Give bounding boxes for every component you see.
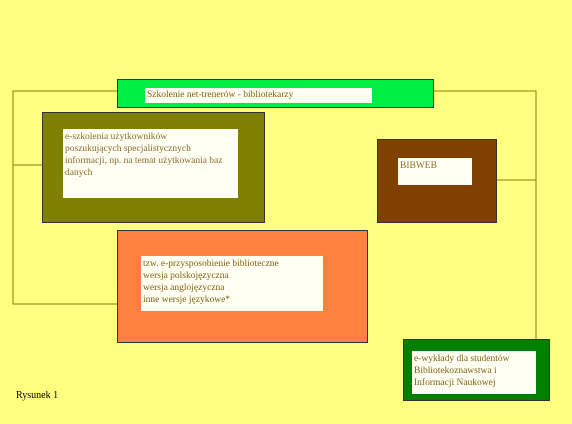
library-adaptation-text-panel: tzw. e-przysposobienie biblioteczne wers… (141, 256, 323, 311)
connector-left (12, 90, 117, 305)
diagram-title: Szkolenie net-trenerów - bibliotekarzy (147, 90, 294, 100)
library-adaptation-line-2: wersja polskojęzyczna (143, 271, 229, 281)
user-training-line-3: informacji, np. na temat użytkowania baz (65, 156, 223, 166)
library-adaptation-box: tzw. e-przysposobienie biblioteczne wers… (117, 230, 368, 343)
library-adaptation-line-4: inne wersje językowe* (143, 295, 231, 305)
user-training-line-2: poszukujących specjalistycznych (65, 144, 191, 154)
connector-right (434, 90, 537, 339)
bibweb-text-panel: BIBWEB (398, 158, 472, 185)
title-text-panel: Szkolenie net-trenerów - bibliotekarzy (145, 88, 372, 103)
user-training-line-1: e-szkolenia użytkowników (65, 132, 168, 142)
bibweb-label: BIBWEB (400, 161, 437, 171)
student-lectures-line-2: Bibliotekoznawstwa i (414, 366, 497, 376)
student-lectures-text-panel: e-wykłady dla studentów Bibliotekoznawst… (412, 351, 536, 394)
user-training-line-4: danych (65, 168, 93, 178)
student-lectures-line-3: Informacji Naukowej (414, 378, 496, 388)
student-lectures-box: e-wykłady dla studentów Bibliotekoznawst… (403, 339, 550, 401)
user-training-text-panel: e-szkolenia użytkowników poszukujących s… (63, 129, 238, 198)
figure-caption: Rysunek 1 (16, 390, 59, 401)
library-adaptation-line-3: wersja anglojęzyczna (143, 283, 225, 293)
bibweb-box: BIBWEB (377, 139, 497, 223)
library-adaptation-line-1: tzw. e-przysposobienie biblioteczne (143, 259, 279, 269)
title-box: Szkolenie net-trenerów - bibliotekarzy (117, 79, 434, 108)
user-training-box: e-szkolenia użytkowników poszukujących s… (42, 112, 265, 223)
student-lectures-line-1: e-wykłady dla studentów (414, 354, 510, 364)
